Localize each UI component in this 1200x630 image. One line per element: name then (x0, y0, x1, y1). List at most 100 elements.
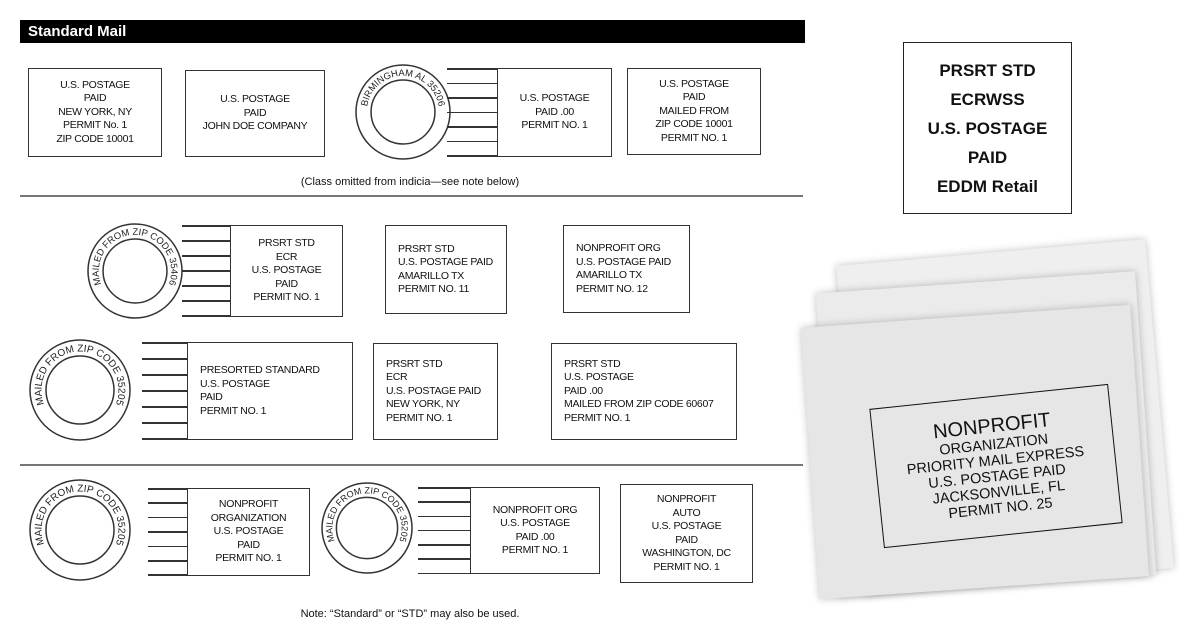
indicia-line: U.S. POSTAGE (651, 520, 722, 532)
indicia-line: PRSRT STD (386, 357, 443, 370)
permit-line (142, 406, 187, 408)
permit-line (447, 126, 497, 128)
eddm-indicia-line: PRSRT STD (939, 60, 1036, 80)
indicia-line: PERMIT NO. 1 (660, 131, 728, 144)
indicia-line: NEW YORK, NY (386, 398, 460, 411)
postmark-circle: MAILED FROM ZIP CODE 35205 (29, 479, 131, 581)
indicia-line: PAID (243, 106, 267, 119)
indicia-line: U.S. POSTAGE (60, 78, 130, 91)
indicia-line: AMARILLO TX (576, 269, 642, 281)
permit-line (182, 225, 230, 227)
indicia-line: PERMIT NO. 1 (564, 411, 631, 424)
indicia-line: PERMIT NO. 1 (653, 560, 720, 573)
indicia-line: PERMIT NO. 1 (253, 291, 320, 304)
indicia-line: U.S. POSTAGE (200, 377, 270, 390)
indicia-line: ZIP CODE 10001 (655, 118, 733, 131)
permit-line (447, 155, 497, 157)
indicia-line: PAID (675, 533, 698, 546)
permit-line (142, 438, 187, 440)
indicia-line: AUTO (672, 506, 701, 519)
permit-line (182, 270, 230, 272)
permit-line (418, 487, 470, 489)
permit-line (148, 531, 187, 533)
indicia-line: NONPROFIT ORG (492, 503, 578, 516)
indicia-line: MAILED FROM ZIP CODE 60607 (564, 398, 714, 411)
indicia-line: PERMIT NO. 1 (521, 119, 588, 132)
permit-line (182, 255, 230, 257)
permit-line (418, 515, 470, 517)
indicia-line: NONPROFIT (656, 493, 717, 505)
permit-line (447, 97, 497, 99)
postmark-text: BIRMINGHAM AL 35206 (358, 67, 447, 107)
indicia-line: PERMIT NO. 1 (501, 544, 569, 556)
eddm-indicia-line: PAID (967, 147, 1008, 167)
indicia-line: MAILED FROM (659, 104, 729, 117)
permit-line (182, 240, 230, 242)
indicia-line: PERMIT NO. 12 (576, 282, 648, 295)
permit-line (447, 82, 497, 85)
indicia-line: PAID (237, 538, 260, 551)
postmark-circle: MAILED FROM ZIP CODE 35205 (321, 482, 413, 574)
permit-lines (182, 225, 230, 317)
permit-line (142, 422, 187, 424)
permit-line (418, 529, 470, 532)
indicia-line: U.S. POSTAGE PAID (398, 256, 493, 268)
indicia-line: PRSRT STD (398, 242, 455, 255)
indicia-line: PERMIT NO. 1 (200, 404, 267, 417)
indicia-line: PAID .00 (515, 530, 555, 543)
permit-line (447, 111, 497, 114)
indicia-line: NONPROFIT (218, 498, 279, 511)
divider (20, 464, 803, 466)
eddm-indicia-line: U.S. POSTAGE (927, 118, 1048, 138)
indicia-line: WASHINGTON, DC (642, 547, 731, 559)
indicia-line: PAID (275, 277, 298, 290)
indicia-line: ORGANIZATION (210, 511, 287, 524)
permit-line (148, 502, 187, 504)
indicia-line: ZIP CODE 10001 (56, 132, 134, 145)
indicia-line: ECR (275, 250, 298, 263)
permit-lines (142, 342, 187, 440)
eddm-indicia-line: EDDM Retail (936, 176, 1039, 196)
section-title-bar: Standard Mail (20, 20, 805, 43)
indicia-line: U.S. POSTAGE PAID (576, 255, 671, 268)
postmark-circle: MAILED FROM ZIP CODE 35205 (29, 339, 131, 441)
indicia-line: U.S. POSTAGE (213, 525, 284, 538)
permit-line (142, 358, 187, 360)
permit-line (447, 140, 497, 143)
postmark-circle: BIRMINGHAM AL 35206 (355, 64, 451, 160)
indicia-line: U.S. POSTAGE PAID (386, 384, 481, 397)
indicia-line: PRSRT STD (258, 237, 315, 250)
indicia-line: PAID .00 (535, 105, 574, 118)
indicia-line: PERMIT NO. 11 (398, 283, 469, 295)
permit-lines (418, 487, 470, 574)
divider (20, 195, 803, 197)
permit-lines (447, 68, 497, 157)
permit-line (418, 544, 470, 546)
caption: (Class omitted from indicia—see note bel… (300, 176, 520, 188)
indicia-line: PAID (200, 391, 223, 403)
indicia-line: U.S. POSTAGE (251, 264, 322, 277)
permit-line (182, 300, 230, 302)
permit-line (142, 374, 187, 376)
permit-line (447, 68, 497, 70)
indicia-line: PERMIT NO. 1 (215, 552, 282, 565)
indicia-line: PERMIT No. 1 (63, 119, 127, 132)
indicia-line: PAID (682, 91, 706, 104)
permit-line (418, 558, 470, 560)
permit-line (148, 560, 187, 562)
permit-line (148, 545, 187, 548)
indicia-line: NONPROFIT ORG (576, 242, 661, 254)
indicia-line: U.S. POSTAGE (500, 517, 570, 529)
indicia-line: PERMIT NO. 1 (386, 411, 453, 424)
indicia-line: JOHN DOE COMPANY (202, 120, 308, 133)
indicia-line: PAID .00 (564, 384, 603, 397)
